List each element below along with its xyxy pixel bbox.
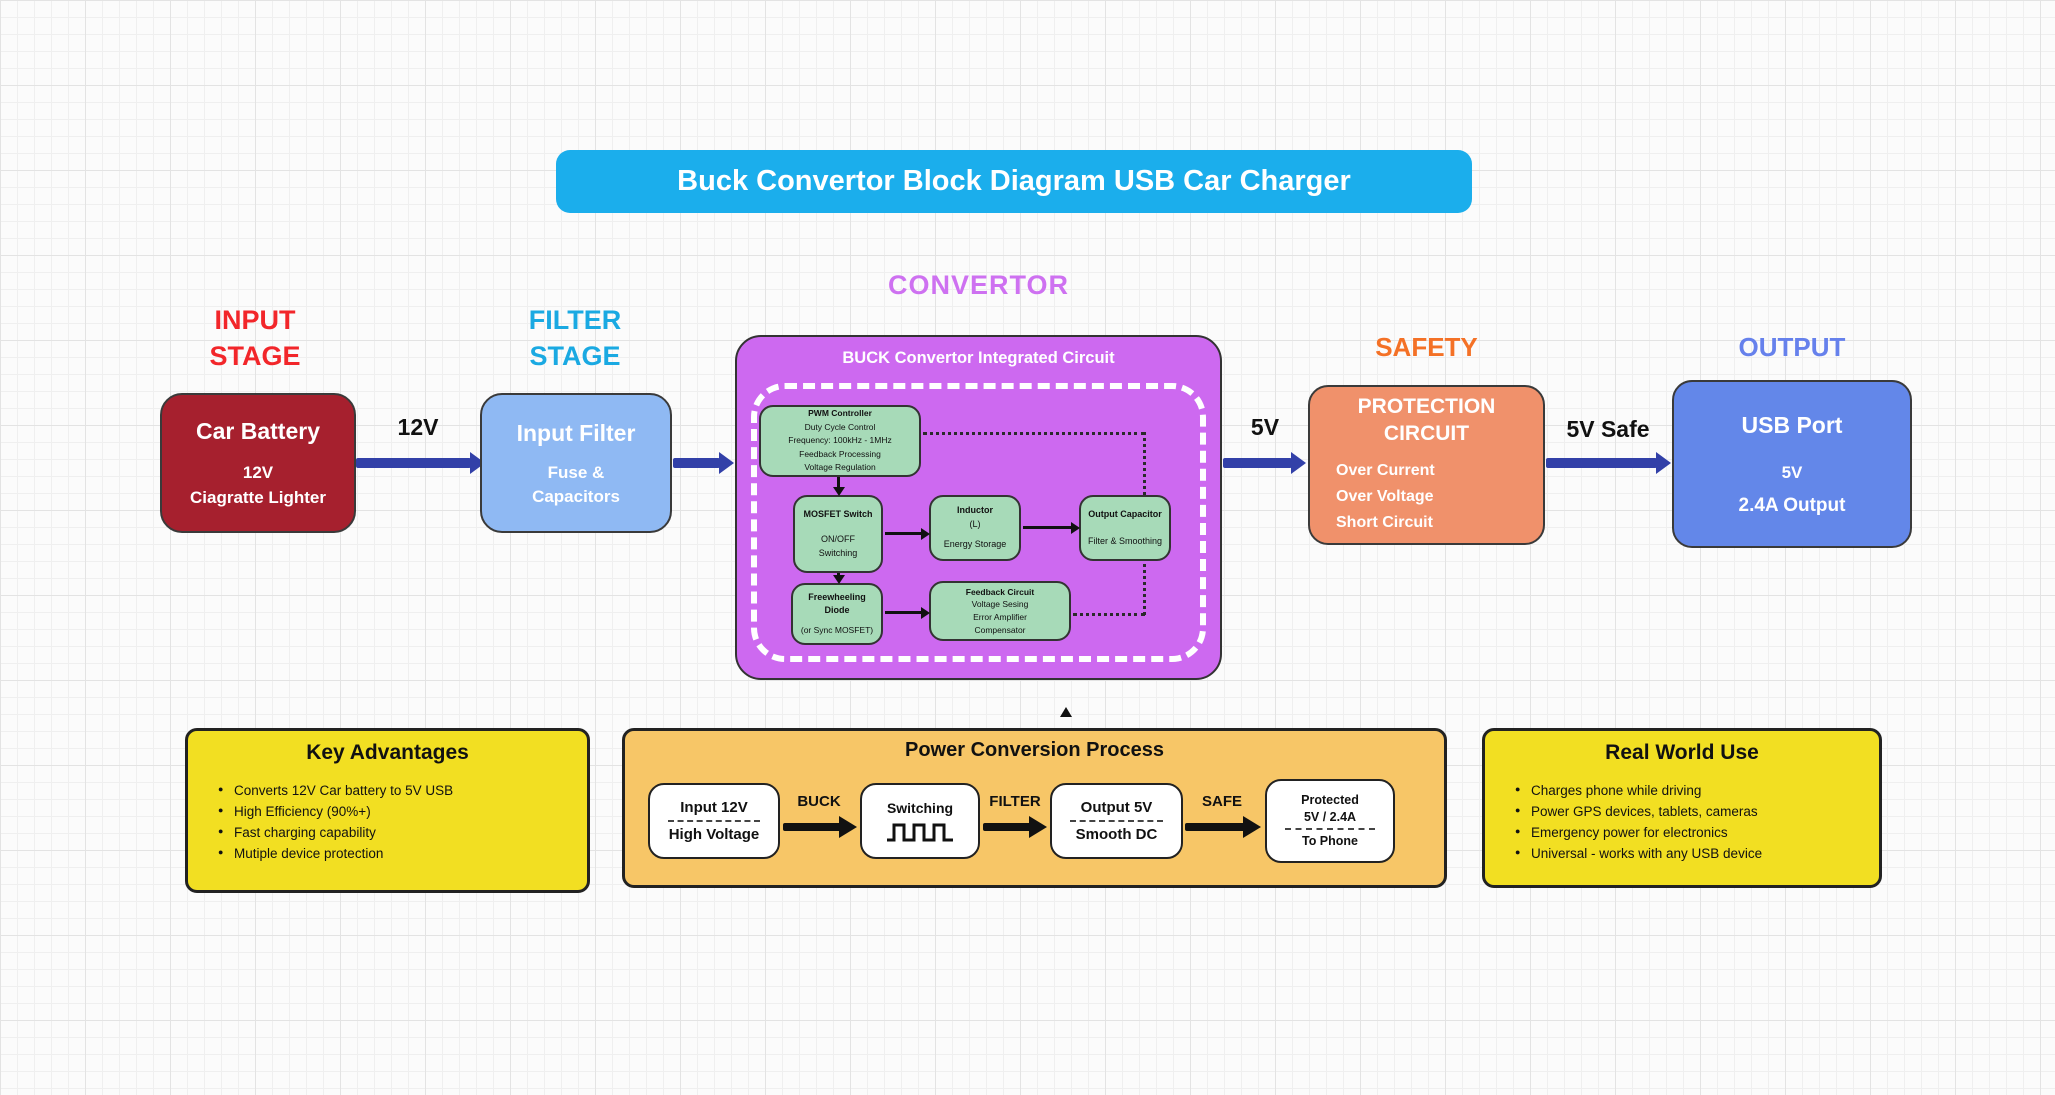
process-step-output: Output 5V Smooth DC: [1050, 783, 1183, 859]
protection-items: Over Current Over Voltage Short Circuit: [1336, 461, 1435, 532]
arrow-mosfet-to-inductor: [885, 527, 930, 540]
process-step-input: Input 12V High Voltage: [648, 783, 780, 859]
list-item: Converts 12V Car battery to 5V USB: [218, 781, 587, 802]
freewheeling-diode-box: Freewheeling Diode (or Sync MOSFET): [791, 583, 883, 645]
arrow-head: [719, 452, 734, 474]
real-world-use-title: Real World Use: [1605, 741, 1759, 764]
flow-label-12v: 12V: [397, 414, 439, 440]
key-advantages-panel: Key Advantages Converts 12V Car battery …: [185, 728, 590, 893]
list-item: High Efficiency (90%+): [218, 802, 587, 823]
arrow-shaft: [1223, 458, 1292, 468]
arrow-inductor-to-capacitor: [1023, 521, 1080, 534]
process-step-switching: Switching: [860, 783, 980, 859]
protection-title: PROTECTION CIRCUIT: [1357, 395, 1496, 446]
dashed-separator: [1070, 820, 1163, 822]
car-battery-title: Car Battery: [196, 418, 320, 444]
feedback-dotted-bottom: [1073, 613, 1145, 616]
process-arrow-label-safe: SAFE: [1201, 793, 1242, 810]
process-arrow-filter: [983, 816, 1047, 838]
key-advantages-title: Key Advantages: [306, 741, 469, 764]
dashed-border: [751, 383, 1206, 662]
key-advantages-list: Converts 12V Car battery to 5V USB High …: [218, 781, 587, 865]
square-wave-icon: [887, 823, 953, 841]
ic-title: BUCK Convertor Integrated Circuit: [842, 349, 1115, 367]
arrow-shaft: [1546, 458, 1657, 468]
arrow-head: [1291, 452, 1306, 474]
power-conversion-panel: Power Conversion Process Input 12V High …: [622, 728, 1447, 888]
input-stage-heading: INPUT STAGE: [209, 305, 301, 371]
up-arrow-icon: [1060, 707, 1072, 717]
flow-arrow-12v: [356, 450, 485, 476]
inductor-box: Inductor (L) Energy Storage: [929, 495, 1021, 561]
filter-stage-heading: FILTER STAGE: [528, 305, 622, 371]
process-arrow-label-buck: BUCK: [797, 793, 841, 810]
input-filter-title: Input Filter: [516, 419, 636, 446]
power-conversion-title: Power Conversion Process: [905, 739, 1164, 761]
feedback-dotted-top: [923, 432, 1145, 435]
buck-convertor-ic-box: BUCK Convertor Integrated Circuit PWM Co…: [735, 335, 1222, 680]
list-item: Charges phone while driving: [1515, 781, 1879, 802]
diagram-title: Buck Convertor Block Diagram USB Car Cha…: [677, 165, 1351, 197]
protection-circuit-box: PROTECTION CIRCUIT Over Current Over Vol…: [1308, 385, 1545, 545]
flow-label-5v: 5V: [1250, 414, 1280, 440]
flow-label-5v-safe: 5V Safe: [1566, 416, 1650, 442]
car-battery-subtitle: Ciagratte Lighter: [189, 488, 327, 507]
dashed-separator: [1284, 828, 1376, 831]
title-banner: Buck Convertor Block Diagram USB Car Cha…: [556, 150, 1472, 213]
arrow-shaft: [356, 458, 471, 468]
flow-arrow-5v: [1223, 450, 1306, 476]
flow-arrow-5v-safe: [1546, 450, 1671, 476]
list-item: Mutiple device protection: [218, 844, 587, 865]
output-heading: OUTPUT: [1738, 332, 1846, 362]
input-filter-box: Input Filter Fuse & Capacitors: [480, 393, 672, 533]
convertor-heading: CONVERTOR: [887, 270, 1070, 300]
car-battery-voltage: 12V: [242, 463, 274, 482]
arrow-mosfet-to-diode: [832, 573, 845, 584]
flow-arrow-filter-convertor: [673, 450, 734, 476]
process-arrow-label-filter: FILTER: [989, 793, 1041, 810]
real-world-use-list: Charges phone while driving Power GPS de…: [1515, 781, 1879, 865]
dashed-separator: [667, 820, 761, 822]
arrow-diode-to-feedback: [885, 606, 930, 619]
real-world-use-panel: Real World Use Charges phone while drivi…: [1482, 728, 1882, 888]
process-arrow-safe: [1185, 816, 1261, 838]
car-battery-box: Car Battery 12V Ciagratte Lighter: [160, 393, 356, 533]
list-item: Universal - works with any USB device: [1515, 844, 1879, 865]
mosfet-switch-box: MOSFET Switch ON/OFF Switching: [793, 495, 883, 573]
arrow-shaft: [673, 458, 720, 468]
list-item: Fast charging capability: [218, 823, 587, 844]
list-item: Emergency power for electronics: [1515, 823, 1879, 844]
process-step-protected: Protected 5V / 2.4A To Phone: [1265, 779, 1395, 863]
output-capacitor-box: Output Capacitor Filter & Smoothing: [1079, 495, 1171, 561]
usb-port-box: USB Port 5V 2.4A Output: [1672, 380, 1912, 548]
list-item: Power GPS devices, tablets, cameras: [1515, 802, 1879, 823]
safety-heading: SAFETY: [1375, 332, 1478, 362]
pwm-controller-box: PWM Controller Duty Cycle Control Freque…: [759, 405, 921, 477]
feedback-circuit-box: Feedback Circuit Voltage Sesing Error Am…: [929, 581, 1071, 641]
usb-port-title: USB Port: [1741, 411, 1843, 438]
arrow-head: [1656, 452, 1671, 474]
arrow-pwm-to-mosfet: [832, 477, 845, 496]
process-arrow-buck: [783, 816, 857, 838]
